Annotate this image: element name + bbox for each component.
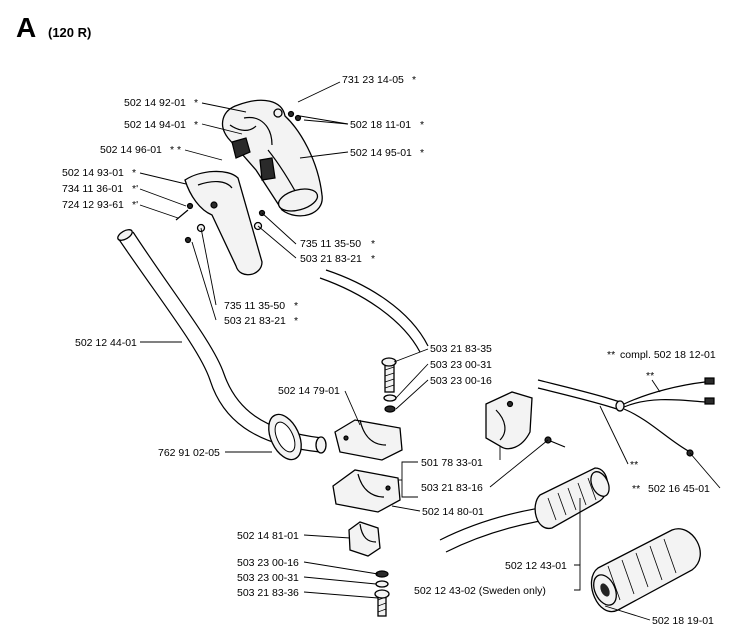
callout-part: 503 21 83-21: [300, 253, 362, 265]
callout-part: 731 23 14-05: [342, 74, 404, 86]
callout-part: 503 23 00-16: [237, 557, 299, 569]
callout-part: 503 23 00-31: [237, 572, 299, 584]
callout-mark: *: [194, 119, 198, 131]
callout-part: 502 14 79-01: [278, 385, 340, 397]
callout-part: 503 21 83-16: [421, 482, 483, 494]
callout-part: 503 21 83-35: [430, 343, 492, 355]
callout-part: 502 12 44-01: [75, 337, 137, 349]
callout-mark: *: [132, 167, 136, 179]
callout-part: 503 23 00-31: [430, 359, 492, 371]
callout-mark: *: [412, 74, 416, 86]
clamp-bottom: [332, 469, 401, 513]
callout-part: 762 91 02-05: [158, 447, 220, 459]
callout-part: 501 78 33-01: [421, 457, 483, 469]
callout-part: 502 14 95-01: [350, 147, 412, 159]
callout-part: 502 14 80-01: [422, 506, 484, 518]
callout-labels: 731 23 14-05 * 502 14 92-01 * 502 18 11-…: [62, 74, 716, 627]
leader-lines: [139, 81, 721, 621]
grip-rubber: [534, 467, 610, 529]
callout-part: 502 18 11-01: [350, 119, 411, 131]
callout-part: 724 12 93-61: [62, 199, 124, 211]
callout-part: 735 11 35-50: [224, 300, 285, 312]
diagram-letter: A: [16, 12, 36, 43]
callout-part: 502 14 81-01: [237, 530, 299, 542]
bracket-screw: [544, 436, 566, 448]
callout-part: 502 14 96-01: [100, 144, 162, 156]
clamp-bolt-assembly: [381, 357, 397, 413]
cable-mark-top: **: [646, 370, 654, 382]
callout-mark: *: [294, 300, 298, 312]
bottom-fasteners: [374, 570, 390, 617]
guard-ring: [268, 413, 302, 461]
callout-part: 734 11 36-01: [62, 183, 123, 195]
throttle-handle: [184, 99, 323, 276]
callout-mark: *: [371, 253, 375, 265]
callout-part: 502 12 43-02 (Sweden only): [414, 585, 546, 597]
callout-mark: *': [132, 183, 138, 195]
callout-part: 502 12 43-01: [505, 560, 567, 572]
callout-part: 503 23 00-16: [430, 375, 492, 387]
grip-end: [590, 528, 701, 613]
callout-mark: * *: [170, 144, 181, 156]
throttle-cable: [319, 269, 429, 353]
callout-mark: **: [607, 349, 615, 361]
callout-part: 502 14 92-01: [124, 97, 186, 109]
callout-part: 502 14 94-01: [124, 119, 186, 131]
callout-mark: *: [420, 147, 424, 159]
callout-part: compl. 502 18 12-01: [620, 349, 716, 361]
callout-mark: *: [194, 97, 198, 109]
clamp-top: [334, 419, 403, 461]
callout-mark: *': [132, 199, 138, 211]
clamp-small: [348, 521, 381, 557]
diagram-model: (120 R): [48, 25, 91, 40]
callout-part: 502 14 93-01: [62, 167, 124, 179]
callout-part: 503 21 83-21: [224, 315, 286, 327]
callout-mark: *: [294, 315, 298, 327]
cable-mark-mid: **: [630, 459, 638, 471]
callout-part: 502 16 45-01: [648, 483, 710, 495]
callout-part: 502 18 19-01: [652, 615, 714, 627]
callout-mark: *: [420, 119, 424, 131]
callout-part: 735 11 35-50: [300, 238, 361, 250]
cable-bracket: [485, 391, 533, 450]
handlebar-tube: [117, 229, 327, 454]
callout-part: 503 21 83-36: [237, 587, 299, 599]
callout-mark: *: [371, 238, 375, 250]
stop-switch-cable: [537, 377, 715, 457]
callout-mark: **: [632, 483, 640, 495]
